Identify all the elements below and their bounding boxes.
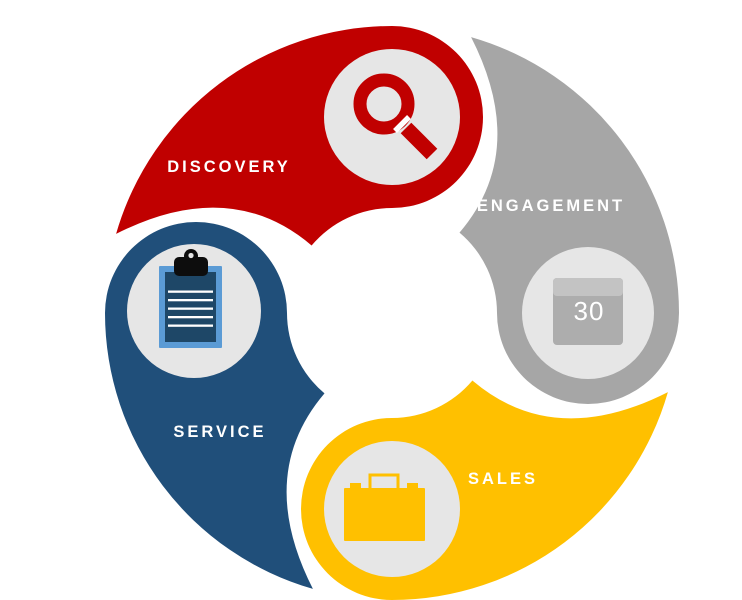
magnifier-handle [400,122,438,160]
clipboard-line [168,290,213,293]
segment-label-sales: SALES [468,470,538,488]
clipboard-line [168,324,213,327]
calendar-day-text: 30 [574,296,605,326]
magnifier-handle-gap [393,115,411,133]
icon-circle-discovery [324,49,460,185]
segment-label-service: SERVICE [173,423,266,441]
calendar-icon: 30 [553,278,623,345]
clipboard-clip-hole [188,252,194,259]
clipboard-clip [174,257,208,276]
clipboard-line [168,316,213,319]
briefcase-latch-left [350,483,361,490]
briefcase-latch-right [407,483,418,490]
calendar-header-band [553,278,623,296]
segment-label-engagement: ENGAGEMENT [477,197,625,215]
magnifier-icon [353,73,438,160]
clipboard-line [168,299,213,302]
clipboard-line [168,307,213,310]
briefcase-body [344,488,425,541]
briefcase-icon [344,473,425,541]
clipboard-icon [159,249,222,348]
magnifier-lens-ring [353,73,415,135]
segment-label-discovery: DISCOVERY [167,158,291,176]
clipboard-board [165,272,216,342]
